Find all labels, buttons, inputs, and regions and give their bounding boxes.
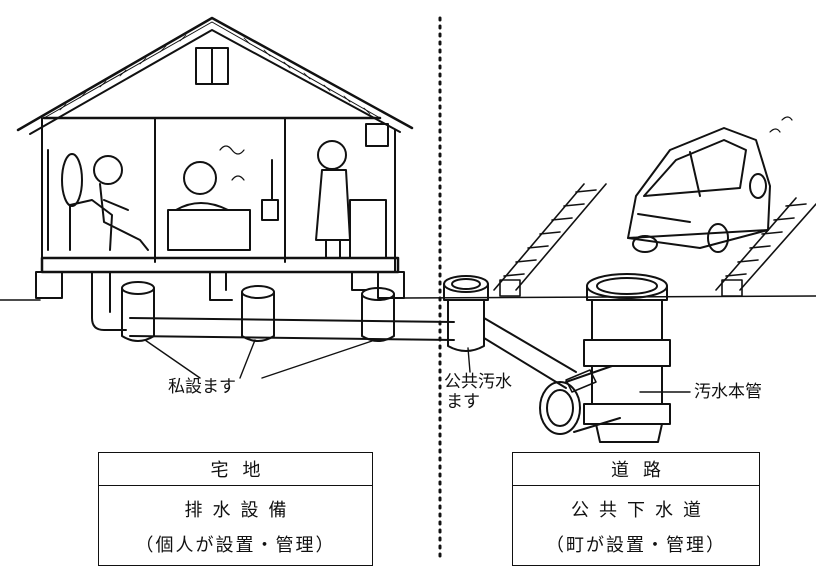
private-management-text: （個人が設置・管理） <box>135 535 336 556</box>
drainage-facilities-text: 排水設備 <box>184 500 297 521</box>
private-basin-2 <box>241 285 275 342</box>
main-sewer-pipe <box>539 273 691 443</box>
private-drain-pipes <box>91 271 455 341</box>
main-sewer-label: 汚水本管 <box>694 382 762 402</box>
road-box: 道路 公共下水道 （町が設置・管理） <box>512 452 760 566</box>
residential-land-header: 宅地 <box>99 453 372 486</box>
house-illustration <box>16 16 414 299</box>
public-basin-label-line1: 公共汚水 <box>444 372 512 392</box>
car-illustration <box>627 116 793 253</box>
town-management-text: （町が設置・管理） <box>546 535 726 556</box>
road-gutter-left <box>493 183 607 297</box>
residential-land-box: 宅地 排水設備 （個人が設置・管理） <box>98 452 373 566</box>
public-basin-label-line2: ます <box>446 392 480 412</box>
private-basin-1 <box>121 281 155 342</box>
public-sewer-text: 公共下水道 <box>571 500 711 521</box>
public-sewage-basin <box>443 275 489 352</box>
road-gutter-right <box>715 197 816 297</box>
private-basin-3 <box>361 287 395 342</box>
road-header: 道路 <box>513 453 759 486</box>
private-basins-label: 私設ます <box>168 377 236 397</box>
